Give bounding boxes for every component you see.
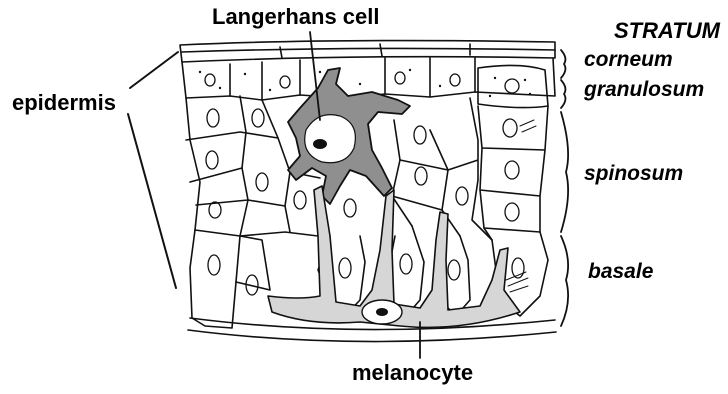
stratum-heading: STRATUM [614,18,720,44]
epidermis-label: epidermis [12,90,116,116]
stratum-corneum-label: corneum [584,48,673,72]
melanocyte-label: melanocyte [352,360,473,386]
stratum-brackets [561,50,568,326]
stratum-basale-label: basale [588,260,653,284]
stratum-spinosum-label: spinosum [584,162,683,186]
stratum-corneum-layer [180,41,555,62]
langerhans-cell [288,68,410,204]
stratum-granulosum-label: granulosum [584,78,704,102]
langerhans-cell-label: Langerhans cell [212,4,380,30]
pigment-patches [506,120,536,292]
epidermis-pointer-lines [128,52,178,288]
